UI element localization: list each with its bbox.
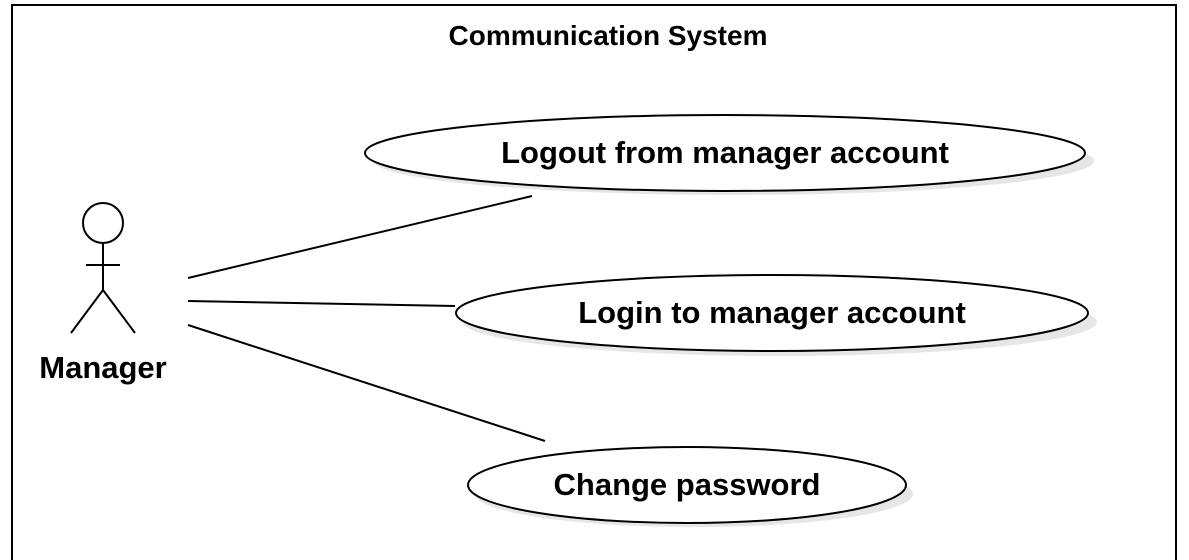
use-case-change-password-label: Change password [554, 467, 821, 502]
use-case-login-ellipse [455, 274, 1089, 352]
use-case-login[interactable]: Login to manager account [455, 274, 1097, 356]
use-case-change-password[interactable]: Change password [467, 446, 913, 527]
actor-manager: Manager [39, 202, 167, 385]
use-case-logout-ellipse [364, 114, 1086, 192]
actor-label: Manager [39, 350, 166, 385]
use-case-logout[interactable]: Logout from manager account [364, 114, 1094, 195]
system-title: Communication System [449, 20, 768, 51]
association-change-password [187, 324, 546, 442]
actor-head [82, 202, 124, 244]
association-logout [187, 195, 533, 279]
actor-left-leg [70, 289, 104, 334]
use-case-login-label: Login to manager account [578, 295, 966, 330]
actor-right-leg [102, 289, 136, 334]
association-login [187, 300, 456, 307]
use-case-logout-label: Logout from manager account [501, 135, 949, 170]
use-case-change-password-ellipse [467, 446, 907, 524]
